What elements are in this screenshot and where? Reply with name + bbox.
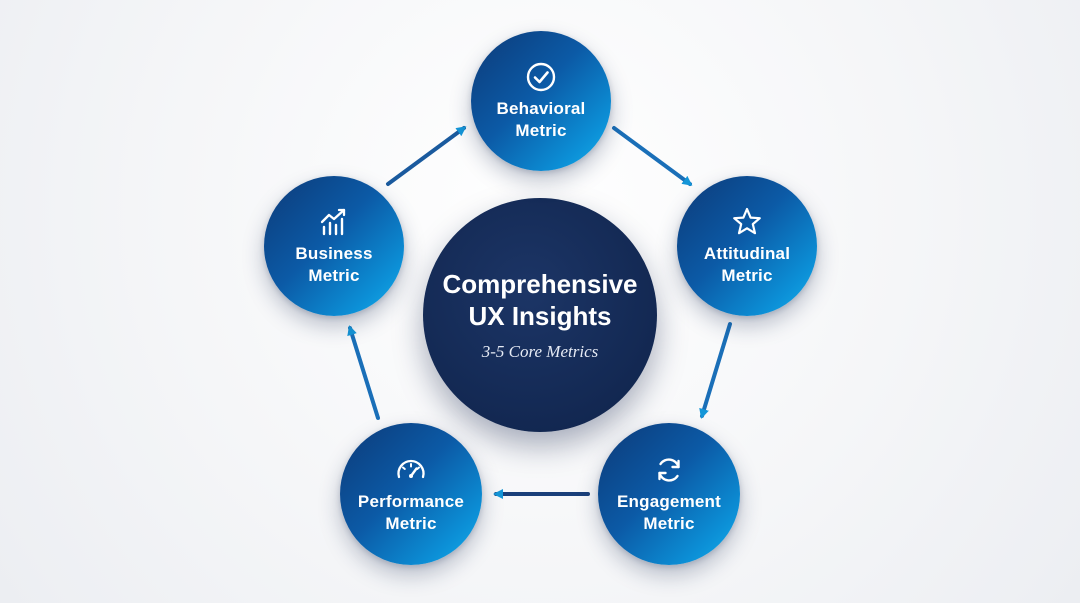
performance-metric-node: Performance Metric bbox=[340, 423, 482, 565]
engagement-label-line1: Engagement bbox=[616, 492, 722, 511]
center-title: Comprehensive UX Insights bbox=[442, 268, 637, 332]
business-label-line2: Metric bbox=[308, 266, 360, 285]
attitudinal-label-line1: Attitudinal bbox=[703, 244, 791, 263]
engagement-metric-label: Engagement Metric bbox=[617, 491, 721, 535]
performance-metric-label: Performance Metric bbox=[358, 491, 464, 535]
arrow-business-to-behavioral bbox=[386, 126, 467, 186]
behavioral-label-line1: Behavioral bbox=[496, 99, 586, 118]
performance-label-line1: Performance bbox=[357, 492, 465, 511]
star-icon bbox=[733, 207, 761, 235]
attitudinal-metric-node: Attitudinal Metric bbox=[677, 176, 817, 316]
behavioral-metric-node: Behavioral Metric bbox=[471, 31, 611, 171]
engagement-label-line2: Metric bbox=[643, 514, 695, 533]
center-title-line1: Comprehensive bbox=[442, 269, 638, 299]
refresh-cycle-icon bbox=[658, 458, 680, 482]
arrow-performance-to-business bbox=[347, 325, 380, 420]
center-core-circle: Comprehensive UX Insights 3-5 Core Metri… bbox=[423, 198, 657, 432]
center-subtitle: 3-5 Core Metrics bbox=[481, 342, 599, 361]
arrow-attitudinal-to-engagement bbox=[699, 322, 732, 419]
attitudinal-metric-label: Attitudinal Metric bbox=[704, 243, 790, 287]
check-circle-icon bbox=[526, 62, 556, 92]
attitudinal-label-line2: Metric bbox=[721, 266, 773, 285]
behavioral-metric-label: Behavioral Metric bbox=[497, 98, 586, 142]
growth-chart-icon bbox=[320, 208, 346, 236]
business-metric-node: Business Metric bbox=[264, 176, 404, 316]
business-label-line1: Business bbox=[295, 244, 373, 263]
center-title-line2: UX Insights bbox=[468, 301, 612, 331]
performance-label-line2: Metric bbox=[385, 514, 437, 533]
business-metric-label: Business Metric bbox=[295, 243, 372, 287]
behavioral-label-line2: Metric bbox=[515, 121, 567, 140]
engagement-metric-node: Engagement Metric bbox=[598, 423, 740, 565]
arrow-behavioral-to-attitudinal bbox=[612, 126, 693, 186]
speedometer-gauge-icon bbox=[397, 459, 425, 479]
